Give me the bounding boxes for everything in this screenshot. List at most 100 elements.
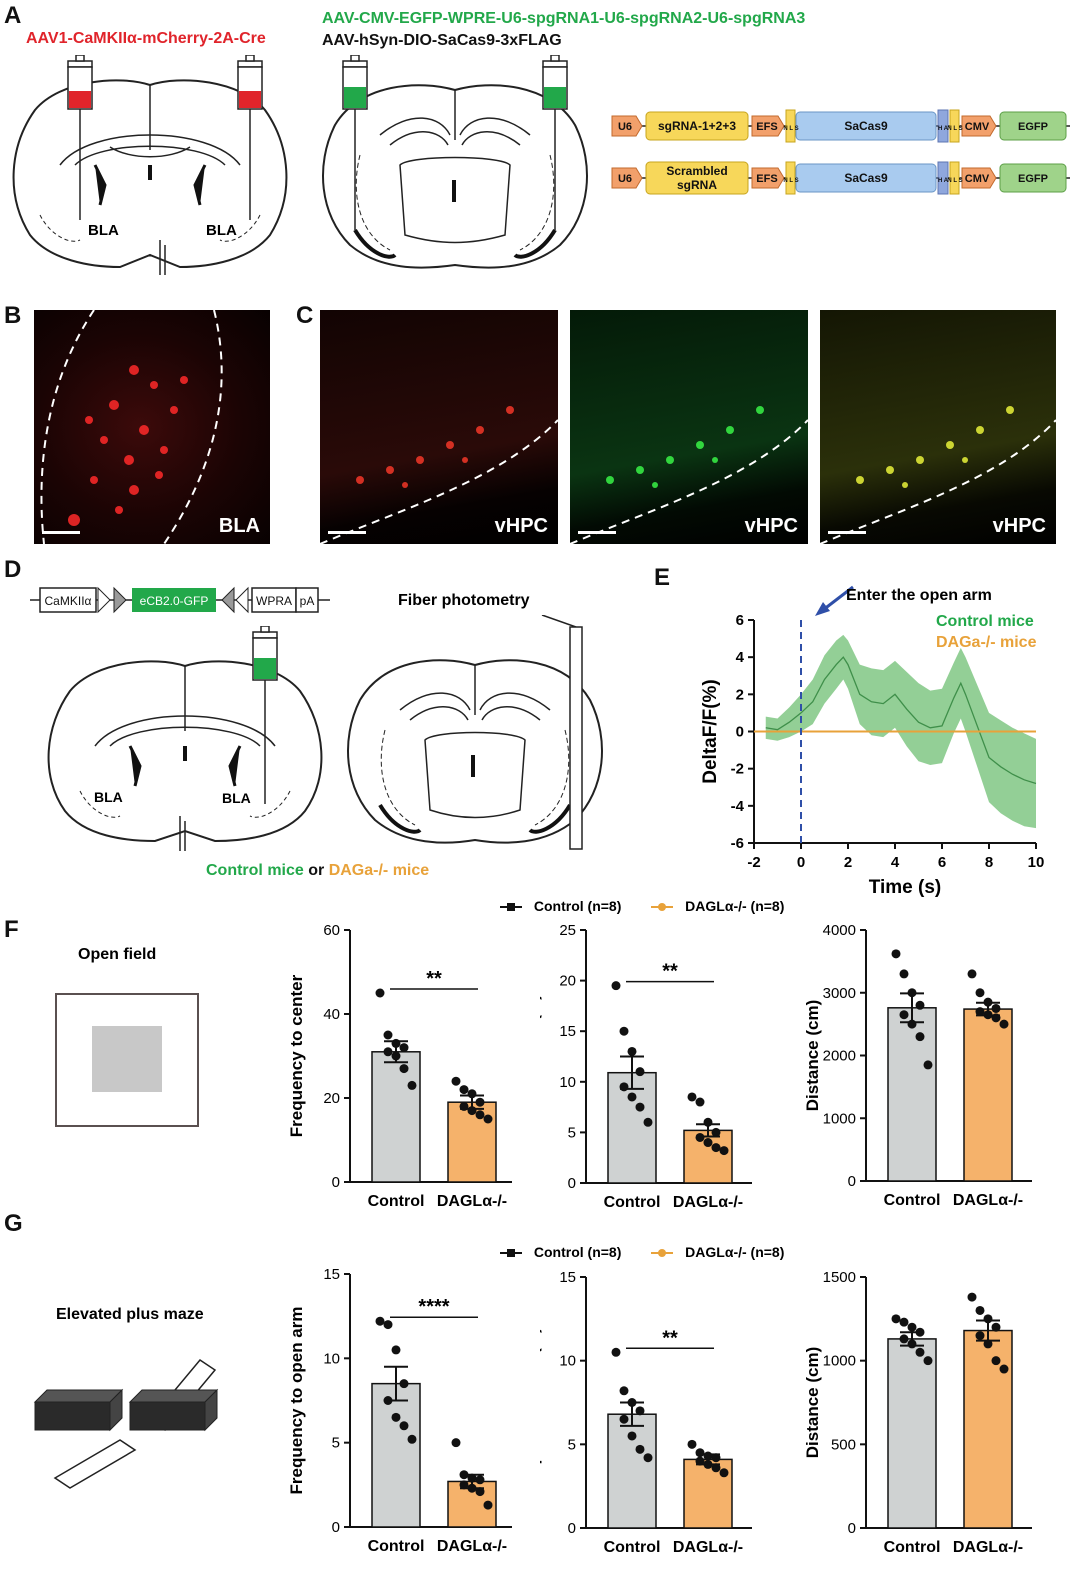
brain-section-d1 [47, 626, 323, 851]
bar-control [887, 1007, 937, 1182]
annotation-text: Enter the open arm [846, 587, 992, 604]
bla-label-d-left: BLA [94, 789, 123, 805]
y-tick-label: 3000 [823, 985, 856, 1002]
data-point [399, 1421, 409, 1431]
data-point [635, 1102, 645, 1112]
data-point [915, 1327, 925, 1337]
micrograph-vhpc-red-overlay [320, 406, 558, 544]
x-category-label: DAGLα-/- [437, 1538, 507, 1555]
micrograph-bla-overlay [40, 310, 223, 544]
data-point [459, 1085, 469, 1095]
data-point [991, 1013, 1001, 1023]
data-point [891, 1314, 901, 1324]
micrograph-vhpc-merge-overlay [820, 406, 1056, 544]
y-tick-label: 1500 [823, 1269, 856, 1286]
construct1-cmv: CMV [965, 121, 990, 133]
x-category-label: DAGLα-/- [673, 1539, 743, 1556]
construct2-nls: N L S [783, 178, 798, 184]
syringe-icon [252, 626, 278, 804]
panel-letter-b: B [4, 302, 22, 329]
y-tick-label: 40 [323, 1006, 340, 1023]
data-point [899, 1317, 909, 1327]
micrograph-label-bla: BLA [218, 515, 260, 537]
y-tick-label: 10 [559, 1353, 576, 1370]
sensor-construct: CaMKIIα eCB2.0-GFP WPRA pA [30, 586, 330, 614]
x-category-label: DAGLα-/- [953, 1539, 1023, 1556]
x-category-label: Control [884, 1539, 941, 1556]
data-point [611, 1347, 621, 1357]
bla-label-right: BLA [206, 222, 237, 239]
y-tick-label: 15 [559, 1023, 576, 1040]
elevated-plus-maze-drawing [33, 1359, 219, 1489]
x-category-label: DAGLα-/- [673, 1194, 743, 1211]
syringe-icon [542, 55, 568, 230]
data-point [967, 969, 977, 979]
x-tick-label: 10 [1028, 854, 1045, 871]
data-point [619, 1386, 629, 1396]
brain-section-d2 [347, 615, 603, 850]
y-tick-label: 2 [736, 686, 744, 703]
legend-control-marker [500, 1248, 522, 1258]
micrograph-vhpc-merge: vHPC [820, 310, 1056, 544]
construct2-cmv: CMV [965, 173, 990, 185]
construct1-sgrna: sgRNA-1+2+3 [658, 119, 736, 133]
data-point [399, 1064, 409, 1074]
data-point [907, 988, 917, 998]
construct2-ha: H A [938, 178, 949, 184]
micrograph-vhpc-green-overlay [570, 406, 808, 544]
construct1-efs: EFS [756, 121, 777, 133]
y-tick-label: 1000 [823, 1353, 856, 1370]
y-tick-label: -6 [731, 835, 744, 852]
legend-dag-label: DAGLα-/- (n=8) [685, 1244, 785, 1260]
data-point [619, 1082, 629, 1092]
annotation-arrow [822, 585, 854, 612]
data-point [719, 1468, 729, 1478]
data-point [695, 1132, 705, 1142]
significance-label: ** [426, 968, 442, 990]
sensor-pa: pA [300, 594, 315, 608]
y-tick-label: 20 [323, 1090, 340, 1107]
x-category-label: Control [368, 1193, 425, 1210]
data-point [627, 1046, 637, 1056]
y-tick-label: 15 [323, 1266, 340, 1283]
brain-section-a1 [12, 55, 288, 275]
legend-dag-label: DAGLα-/- (n=8) [685, 898, 785, 914]
y-axis-label: Frequency to open arm [287, 1307, 306, 1495]
data-point [703, 1459, 713, 1469]
y-axis-label: Center time (%) [540, 994, 542, 1119]
data-point [407, 1434, 417, 1444]
bar-dag [963, 1008, 1013, 1182]
legend-control: Control mice [936, 613, 1034, 630]
x-tick-label: -2 [747, 854, 760, 871]
data-point [459, 1480, 469, 1490]
legend-f: Control (n=8) DAGLα-/- (n=8) [500, 898, 784, 914]
sensor-camkii: CaMKIIα [45, 594, 92, 608]
y-tick-label: 0 [848, 1520, 856, 1537]
virus-label-red: AAV1-CaMKIIα-mCherry-2A-Cre [26, 30, 266, 47]
construct1-nls2: N L S [947, 126, 962, 132]
significance-label: **** [418, 1296, 449, 1318]
panel-letter-e: E [654, 564, 671, 591]
micrograph-label-vhpc-2: vHPC [744, 515, 798, 537]
data-point [695, 1456, 705, 1466]
open-field-label: Open field [78, 946, 157, 963]
data-point [711, 1453, 721, 1463]
bla-label-left: BLA [88, 222, 119, 239]
y-axis-label: Open arm time (%) [540, 1327, 542, 1477]
data-point [899, 969, 909, 979]
y-tick-label: 10 [559, 1074, 576, 1091]
y-tick-label: 1000 [823, 1110, 856, 1127]
data-point [703, 1138, 713, 1148]
data-point [399, 1379, 409, 1389]
data-point [627, 1398, 637, 1407]
bar-control [607, 1071, 657, 1184]
mice-dag-label: DAGa-/- mice [328, 862, 430, 879]
x-category-label: Control [884, 1192, 941, 1209]
mice-group-caption: Control mice or DAGa-/- mice [206, 862, 429, 880]
data-point [383, 1047, 393, 1057]
legend-dag: DAGa-/- mice [936, 634, 1037, 651]
open-field-arena [55, 993, 199, 1127]
annotation-arrow-head [815, 602, 830, 616]
